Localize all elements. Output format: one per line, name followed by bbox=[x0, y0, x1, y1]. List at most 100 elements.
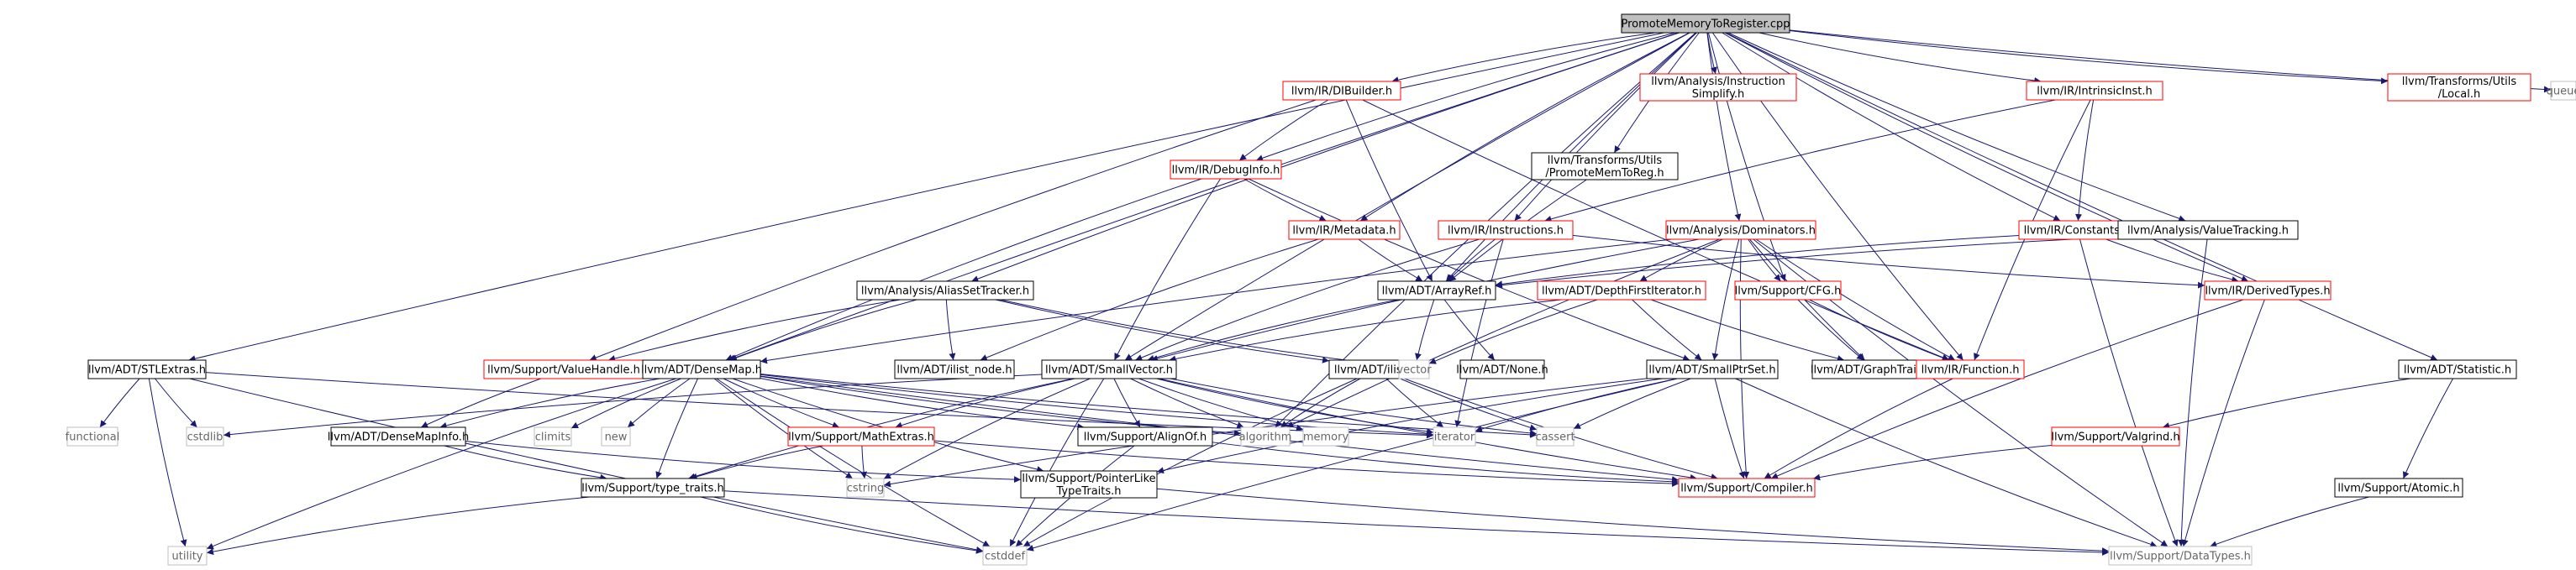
edge-atomic-to-datatypes bbox=[2210, 496, 2369, 548]
edge-ilist-to-iterator bbox=[1385, 378, 1444, 428]
node-promotemem[interactable]: llvm/Transforms/Utils/PromoteMemToReg.h bbox=[1531, 152, 1679, 180]
node-instructions[interactable]: llvm/IR/Instructions.h bbox=[1438, 220, 1574, 240]
node-statistic[interactable]: llvm/ADT/Statistic.h bbox=[2398, 359, 2517, 379]
node-root-box bbox=[1621, 13, 1790, 34]
node-queue[interactable]: queue bbox=[2547, 81, 2576, 101]
node-dominators[interactable]: llvm/Analysis/Dominators.h bbox=[1665, 220, 1816, 240]
node-promotemem-label-0: llvm/Transforms/Utils bbox=[1548, 154, 1663, 167]
edge-dominators-to-smallptrset bbox=[1711, 238, 1740, 361]
node-dibuilder[interactable]: llvm/IR/DIBuilder.h bbox=[1282, 81, 1401, 101]
node-functional[interactable]: functional bbox=[66, 426, 120, 447]
node-cstddef[interactable]: cstddef bbox=[982, 546, 1028, 566]
node-mathextras-label-0: llvm/Support/MathExtras.h bbox=[788, 431, 934, 444]
node-transforms_local[interactable]: llvm/Transforms/Utils/Local.h bbox=[2387, 73, 2531, 102]
edge-dominators-to-densemap bbox=[760, 238, 1673, 364]
node-stlextras-label-0: llvm/ADT/STLExtras.h bbox=[88, 364, 206, 377]
edge-root-to-debuginfo bbox=[1255, 32, 1676, 162]
node-none[interactable]: llvm/ADT/None.h bbox=[1456, 359, 1548, 379]
node-datatypes[interactable]: llvm/Support/DataTypes.h bbox=[2108, 546, 2253, 566]
node-debuginfo[interactable]: llvm/IR/DebugInfo.h bbox=[1170, 159, 1282, 180]
edge-densemap-to-typetraits bbox=[655, 378, 698, 479]
edge-valuetracking-to-datatypes bbox=[2178, 238, 2208, 547]
node-valuehandle[interactable]: llvm/Support/ValueHandle.h bbox=[483, 359, 644, 379]
node-promotemem-box bbox=[1531, 152, 1679, 180]
node-smallptrset-label-0: llvm/ADT/SmallPtrSet.h bbox=[1648, 364, 1775, 377]
node-pointerlike-box bbox=[1020, 470, 1158, 499]
node-graphtraits[interactable]: llvm/ADT/GraphTraits.h bbox=[1811, 359, 1937, 379]
node-smallvector[interactable]: llvm/ADT/SmallVector.h bbox=[1041, 359, 1177, 379]
node-cstdlib[interactable]: cstdlib bbox=[186, 426, 224, 447]
node-root[interactable]: PromoteMemoryToRegister.cpp bbox=[1621, 13, 1790, 34]
node-climits[interactable]: climits bbox=[534, 426, 572, 447]
node-smallptrset[interactable]: llvm/ADT/SmallPtrSet.h bbox=[1646, 359, 1779, 379]
edge-valuetracking-to-arrayref bbox=[1495, 236, 2119, 289]
node-valgrind[interactable]: llvm/Support/Valgrind.h bbox=[2051, 426, 2180, 447]
node-densemapinfo[interactable]: llvm/ADT/DenseMapInfo.h bbox=[328, 426, 469, 447]
node-iterator[interactable]: iterator bbox=[1433, 426, 1476, 447]
node-mathextras[interactable]: llvm/Support/MathExtras.h bbox=[787, 426, 935, 447]
edge-root-to-constants bbox=[1722, 32, 2061, 222]
edge-cfg-to-function bbox=[1809, 299, 1949, 361]
edge-smallptrset-to-datatypes bbox=[1735, 378, 2158, 548]
node-typetraits[interactable]: llvm/Support/type_traits.h bbox=[581, 478, 725, 498]
node-new-box bbox=[601, 426, 631, 447]
node-dominators-box bbox=[1665, 220, 1816, 240]
node-cfg[interactable]: llvm/Support/CFG.h bbox=[1734, 280, 1842, 301]
node-new[interactable]: new bbox=[601, 426, 631, 447]
node-densemapinfo-box bbox=[330, 426, 466, 447]
edge-densemap-to-cstddef bbox=[716, 378, 991, 547]
node-constants[interactable]: llvm/IR/Constants.h bbox=[2018, 220, 2136, 240]
node-atomic[interactable]: llvm/Support/Atomic.h bbox=[2334, 478, 2463, 498]
edge-aliassettracker-to-densemap bbox=[729, 299, 917, 361]
node-promotemem-label-1: /PromoteMemToReg.h bbox=[1545, 167, 1664, 180]
node-stlextras[interactable]: llvm/ADT/STLExtras.h bbox=[87, 359, 207, 379]
node-vector[interactable]: vector bbox=[1396, 359, 1432, 379]
node-valuetracking-box bbox=[2117, 220, 2299, 240]
node-algorithm[interactable]: algorithm bbox=[1239, 426, 1292, 447]
node-pointerlike-label-0: llvm/Support/PointerLike bbox=[1022, 473, 1155, 485]
node-ilist_node-box bbox=[894, 359, 1015, 379]
node-dibuilder-box bbox=[1282, 81, 1401, 101]
node-atomic-box bbox=[2334, 478, 2463, 498]
edge-typetraits-to-utility bbox=[206, 496, 590, 556]
node-memory[interactable]: memory bbox=[1302, 426, 1349, 447]
node-valuetracking[interactable]: llvm/Analysis/ValueTracking.h bbox=[2117, 220, 2299, 240]
node-intrinsicinst[interactable]: llvm/IR/IntrinsicInst.h bbox=[2026, 81, 2163, 101]
edge-smallptrset-to-cassert bbox=[1573, 378, 1691, 430]
edge-aliassettracker-to-valuehandle bbox=[608, 299, 901, 362]
node-densemap[interactable]: llvm/ADT/DenseMap.h bbox=[641, 359, 762, 379]
node-intrinsicinst-label-0: llvm/IR/IntrinsicInst.h bbox=[2037, 86, 2152, 98]
edge-aliassettracker-to-ilist bbox=[995, 299, 1330, 363]
edge-stlextras-to-cstdlib bbox=[155, 378, 197, 428]
edge-densemap-to-climits bbox=[570, 378, 681, 429]
node-algorithm-box bbox=[1240, 426, 1291, 447]
node-vector-label-0: vector bbox=[1396, 364, 1432, 377]
node-arrayref[interactable]: llvm/ADT/ArrayRef.h bbox=[1377, 280, 1496, 301]
node-debuginfo-box bbox=[1170, 159, 1282, 180]
edge-statistic-to-valgrind bbox=[2162, 378, 2411, 429]
node-algorithm-label-0: algorithm bbox=[1239, 431, 1292, 444]
node-metadata[interactable]: llvm/IR/Metadata.h bbox=[1288, 220, 1401, 240]
node-utility-label-0: utility bbox=[172, 551, 203, 563]
edge-function-to-compiler bbox=[1764, 378, 1953, 479]
node-derivedtypes[interactable]: llvm/IR/DerivedTypes.h bbox=[2204, 280, 2332, 301]
node-cstdlib-label-0: cstdlib bbox=[187, 431, 223, 444]
node-ilist_node[interactable]: llvm/ADT/ilist_node.h bbox=[894, 359, 1015, 379]
edge-root-to-intrinsicinst bbox=[1759, 32, 2042, 84]
node-compiler[interactable]: llvm/Support/Compiler.h bbox=[1678, 478, 1816, 498]
node-alignof[interactable]: llvm/Support/AlignOf.h bbox=[1077, 426, 1213, 447]
edge-smallptrset-to-iterator bbox=[1475, 378, 1677, 432]
node-utility[interactable]: utility bbox=[167, 546, 208, 566]
node-cassert-label-0: cassert bbox=[1535, 431, 1575, 444]
edge-root-to-transforms_local bbox=[1789, 29, 2389, 85]
node-depthfirst[interactable]: llvm/ADT/DepthFirstIterator.h bbox=[1537, 280, 1706, 301]
node-compiler-box bbox=[1678, 478, 1816, 498]
node-cstring[interactable]: cstring bbox=[846, 478, 885, 498]
node-cassert[interactable]: cassert bbox=[1535, 426, 1575, 447]
node-intrinsicinst-box bbox=[2026, 81, 2163, 101]
node-function[interactable]: llvm/IR/Function.h bbox=[1916, 359, 2025, 379]
edges-layer bbox=[99, 29, 2552, 556]
node-aliassettracker[interactable]: llvm/Analysis/AliasSetTracker.h bbox=[856, 280, 1034, 301]
